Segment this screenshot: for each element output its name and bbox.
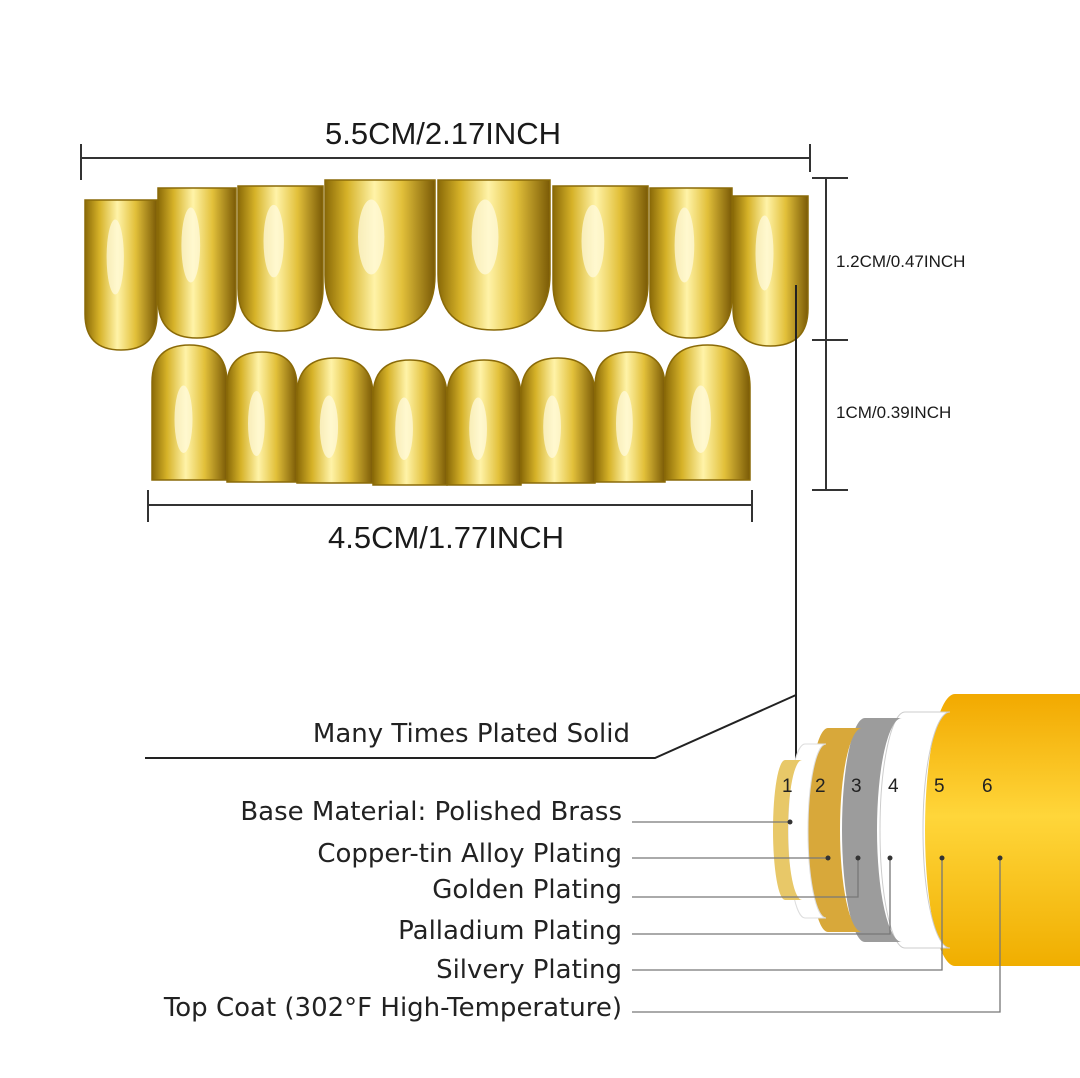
upper-tooth-highlight-2 (181, 207, 201, 283)
upper-tooth-highlight-1 (106, 219, 124, 295)
lower-tooth-highlight-2 (248, 391, 265, 456)
upper-tooth-highlight-8 (755, 215, 774, 291)
lower-tooth-highlight-4 (395, 397, 413, 460)
top-width-dimension: 5.5CM/2.17INCH (80, 116, 811, 180)
upper-tooth-highlight-5 (471, 199, 499, 275)
callout-leader: Many Times Plated Solid (145, 285, 797, 760)
bottom-width-label: 4.5CM/1.77INCH (328, 520, 564, 555)
lower-tooth-highlight-8 (690, 385, 711, 453)
layer-4-shape (842, 718, 902, 942)
bottom-width-dimension: 4.5CM/1.77INCH (147, 490, 753, 555)
top-width-label: 5.5CM/2.17INCH (325, 116, 561, 151)
upper-tooth-highlight-7 (674, 207, 695, 283)
upper-tooth-highlight-4 (358, 199, 385, 275)
lower-tooth-highlight-5 (469, 397, 487, 460)
layer-2-label: Copper-tin Alloy Plating (317, 839, 622, 869)
height-dimensions: 1.2CM/0.47INCH 1CM/0.39INCH (812, 177, 965, 491)
layer-3-leader (632, 858, 859, 898)
plating-layers-cylinder: 1 2 3 4 5 6 (773, 694, 1080, 966)
layer-6-number: 6 (982, 776, 993, 797)
lower-grill (151, 344, 751, 486)
lower-tooth-highlight-1 (174, 385, 193, 453)
layer-6-leader (632, 858, 1001, 1013)
upper-tooth-highlight-6 (581, 204, 605, 278)
upper-height-label: 1.2CM/0.47INCH (836, 252, 965, 271)
layer-1-shape (773, 760, 802, 900)
layer-labels: Base Material: Polished Brass Copper-tin… (163, 797, 1003, 1023)
layer-6-shape (925, 694, 1080, 966)
layer-3-label: Golden Plating (432, 875, 622, 905)
layer-1-label: Base Material: Polished Brass (240, 797, 622, 827)
callout-label: Many Times Plated Solid (313, 719, 630, 749)
layer-5-leader (632, 858, 943, 971)
upper-tooth-highlight-3 (263, 204, 284, 278)
layer-4-leader (632, 858, 891, 935)
lower-height-label: 1CM/0.39INCH (836, 403, 951, 422)
layer-4-label: Palladium Plating (398, 916, 622, 946)
lower-tooth-highlight-7 (616, 391, 633, 456)
layer-4-number: 4 (888, 776, 899, 797)
layer-5-number: 5 (934, 776, 945, 797)
layer-5-shape (879, 711, 951, 949)
layer-3-number: 3 (851, 776, 862, 797)
layer-2-number: 2 (815, 776, 826, 797)
layer-6-label: Top Coat (302°F High-Temperature) (163, 993, 622, 1023)
layer-1-number: 1 (782, 776, 793, 797)
lower-tooth-highlight-3 (319, 395, 339, 458)
lower-tooth-highlight-6 (543, 395, 561, 458)
upper-grill (84, 179, 809, 351)
layer-3-shape (808, 728, 862, 932)
layer-5-label: Silvery Plating (436, 955, 622, 985)
